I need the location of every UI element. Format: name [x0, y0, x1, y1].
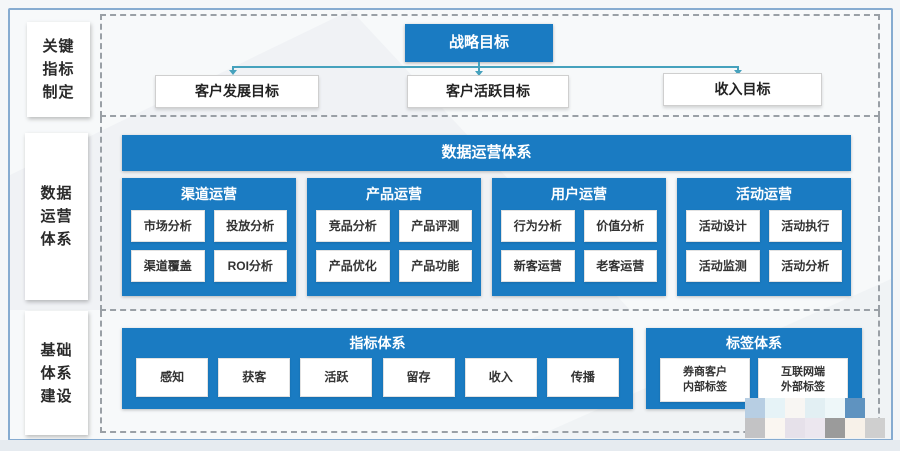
indicator-item: 活跃	[300, 358, 373, 397]
ops-item: 产品评测	[398, 210, 472, 242]
ops-column-channel: 渠道运营 市场分析 投放分析 渠道覆盖 ROI分析	[122, 178, 296, 296]
ops-item: 渠道覆盖	[131, 250, 205, 282]
ops-item: 活动设计	[686, 210, 760, 242]
arrow-down-icon	[229, 70, 237, 75]
side-label-foundation-construction: 基础 体系 建设	[25, 311, 88, 435]
ops-column-title: 渠道运营	[181, 186, 237, 202]
ops-column-grid: 活动设计 活动执行 活动监测 活动分析	[677, 208, 851, 282]
ops-column-title: 产品运营	[366, 186, 422, 202]
connector-line	[232, 66, 234, 71]
side-label-data-operation-system: 数据 运营 体系	[25, 133, 88, 300]
indicator-system-title: 指标体系	[349, 335, 406, 351]
pixelated-watermark	[745, 398, 885, 438]
ops-column-activity: 活动运营 活动设计 活动执行 活动监测 活动分析	[677, 178, 851, 296]
ops-item: 竞品分析	[316, 210, 390, 242]
ops-column-title: 用户运营	[551, 186, 607, 202]
ops-item: 产品功能	[398, 250, 472, 282]
indicator-item: 感知	[136, 358, 209, 397]
indicator-item: 获客	[218, 358, 291, 397]
goal-node-customer-activity: 客户活跃目标	[407, 75, 569, 108]
indicator-item: 留存	[382, 358, 455, 397]
ops-item: 活动分析	[768, 250, 842, 282]
ops-item: 投放分析	[213, 210, 287, 242]
indicator-system-panel: 指标体系 感知 获客 活跃 留存 收入 传播	[122, 328, 633, 409]
ops-column-user: 用户运营 行为分析 价值分析 新客运营 老客运营	[492, 178, 666, 296]
ops-item: 行为分析	[501, 210, 575, 242]
connector-line	[737, 66, 739, 71]
ops-item: 老客运营	[583, 250, 657, 282]
ops-item: ROI分析	[213, 250, 287, 282]
operations-banner: 数据运营体系	[122, 135, 851, 171]
tag-items-row: 券商客户 内部标签 互联网端 外部标签	[646, 356, 862, 402]
goal-node-customer-growth: 客户发展目标	[155, 75, 319, 108]
tag-item: 券商客户 内部标签	[660, 358, 750, 402]
indicator-items-row: 感知 获客 活跃 留存 收入 传播	[122, 356, 633, 397]
indicator-item: 收入	[464, 358, 537, 397]
arrow-down-icon	[734, 70, 742, 75]
ops-item: 活动执行	[768, 210, 842, 242]
tag-system-title: 标签体系	[726, 335, 782, 351]
bottom-strip	[0, 440, 900, 451]
section-data-operations	[100, 117, 880, 311]
connector-line	[478, 62, 480, 72]
ops-item: 新客运营	[501, 250, 575, 282]
ops-column-grid: 市场分析 投放分析 渠道覆盖 ROI分析	[122, 208, 296, 282]
side-label-key-indicator-setting: 关键 指标 制定	[27, 22, 90, 117]
tag-system-panel: 标签体系 券商客户 内部标签 互联网端 外部标签	[646, 328, 862, 409]
ops-item: 产品优化	[316, 250, 390, 282]
ops-column-product: 产品运营 竞品分析 产品评测 产品优化 产品功能	[307, 178, 481, 296]
section-foundation	[100, 311, 880, 433]
ops-item: 市场分析	[131, 210, 205, 242]
ops-column-grid: 竞品分析 产品评测 产品优化 产品功能	[307, 208, 481, 282]
strategy-goal-node: 战略目标	[405, 24, 553, 62]
arrow-down-icon	[475, 71, 483, 76]
ops-column-title: 活动运营	[736, 186, 792, 202]
section-key-indicators	[100, 14, 880, 117]
indicator-item: 传播	[546, 358, 619, 397]
ops-item: 活动监测	[686, 250, 760, 282]
goal-node-revenue: 收入目标	[663, 73, 822, 106]
ops-column-grid: 行为分析 价值分析 新客运营 老客运营	[492, 208, 666, 282]
ops-item: 价值分析	[583, 210, 657, 242]
connector-line	[233, 66, 739, 68]
tag-item: 互联网端 外部标签	[758, 358, 848, 402]
